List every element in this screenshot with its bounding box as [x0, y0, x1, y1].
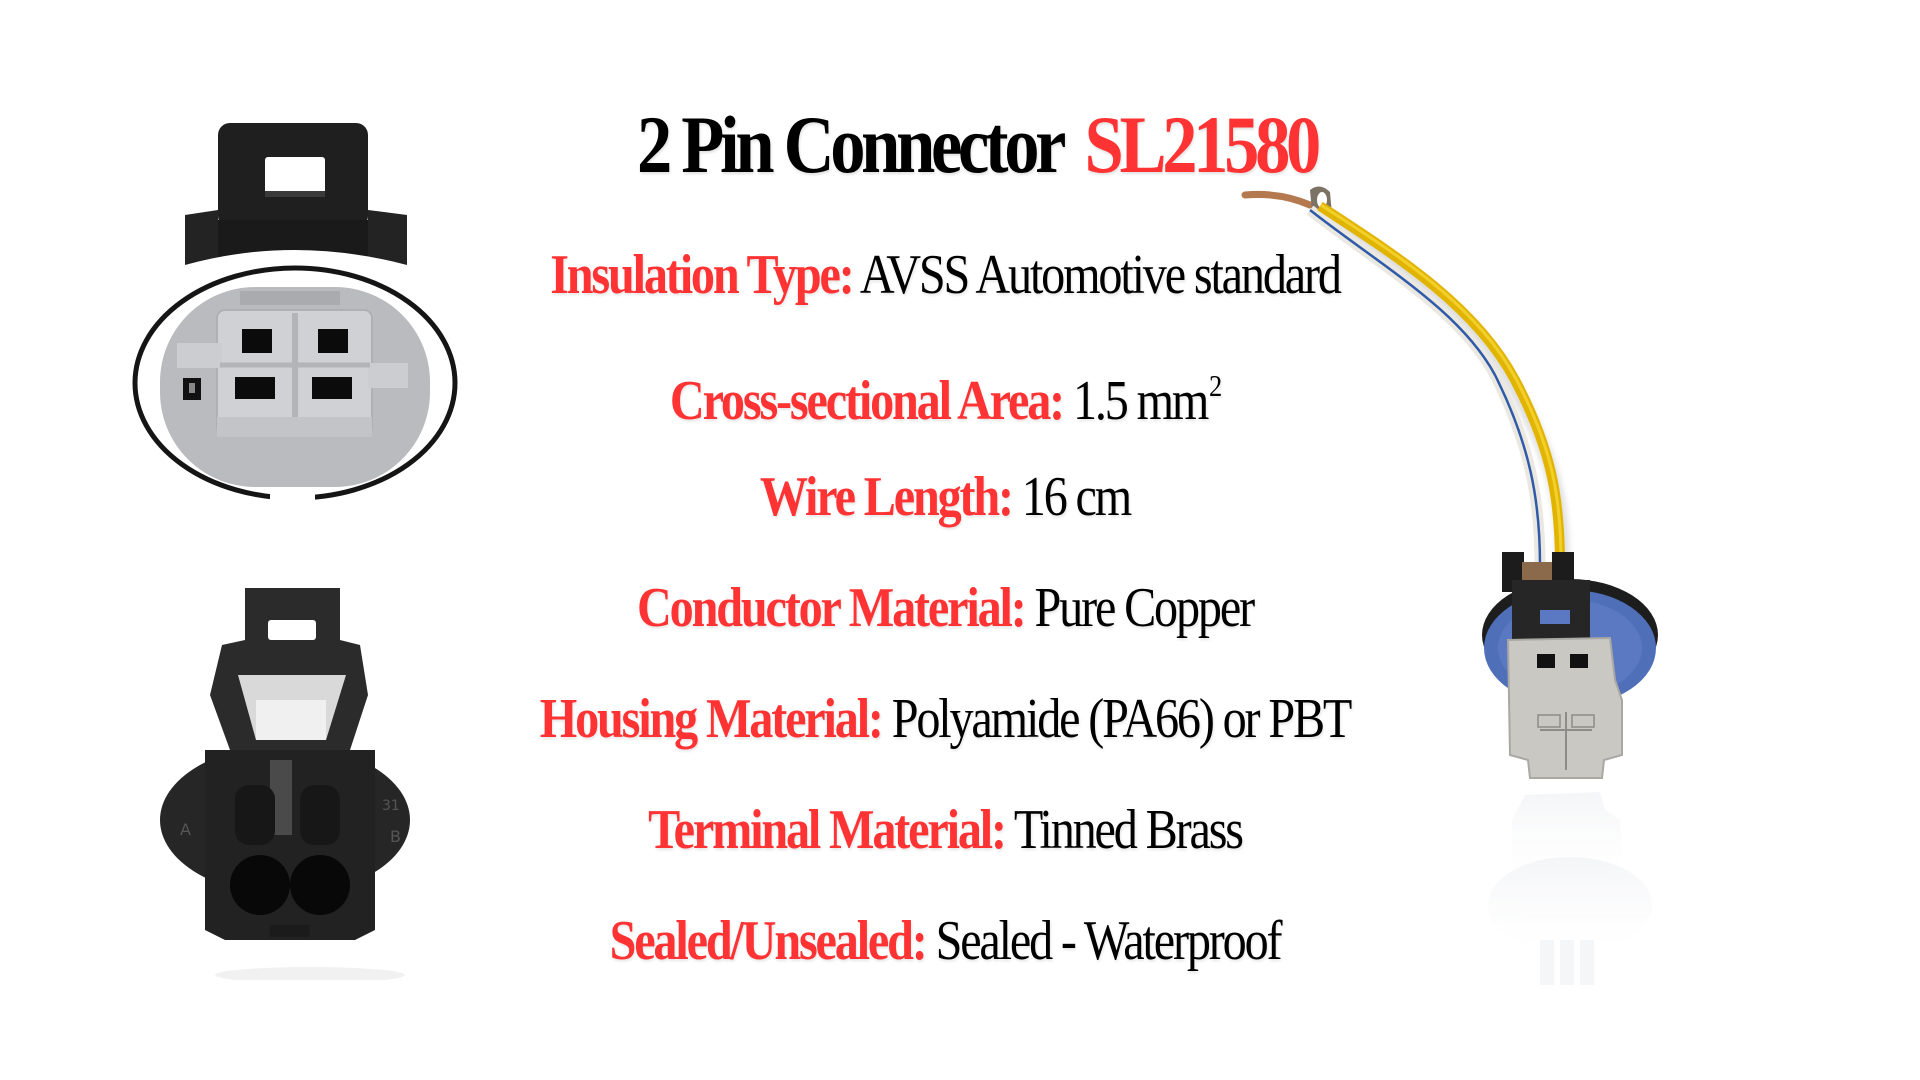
spec-label: Cross-sectional Area:: [669, 370, 1065, 433]
spec-housing-material: Housing Material: Polyamide (PA66) or PB…: [132, 689, 1757, 749]
spec-value: Polyamide (PA66) or PBT: [891, 688, 1353, 750]
superscript: 2: [1208, 369, 1222, 403]
spec-value: Sealed - Waterproof: [935, 910, 1283, 972]
connector-front-view-image: [132, 123, 458, 503]
marking-a: A: [180, 820, 191, 839]
marking-31: 31: [382, 798, 400, 814]
marking-b: B: [390, 827, 401, 846]
spec-value: Pure Copper: [1034, 577, 1256, 639]
spec-insulation-type: Insulation Type: AVSS Automotive standar…: [132, 245, 1757, 305]
spec-label: Terminal Material:: [648, 799, 1007, 861]
spec-label: Housing Material:: [539, 688, 884, 750]
connector-rear-view-image: A B 31: [160, 588, 410, 980]
spec-value: AVSS Automotive standard: [859, 244, 1342, 306]
pigtail-harness-image: [1241, 186, 1658, 985]
spec-value: 1.5 mm2: [1072, 369, 1222, 433]
spec-label: Wire Length:: [759, 466, 1014, 528]
spec-conductor-material: Conductor Material: Pure Copper: [132, 578, 1757, 638]
part-number: SL21580: [1084, 99, 1322, 190]
spec-label: Insulation Type:: [550, 244, 855, 306]
spec-terminal-material: Terminal Material: Tinned Brass: [132, 800, 1757, 860]
spec-sealed-unsealed: Sealed/Unsealed: Sealed - Waterproof: [132, 911, 1757, 971]
spec-cross-sectional-area: Cross-sectional Area: 1.5 mm2: [132, 356, 1757, 431]
spec-value: Tinned Brass: [1013, 799, 1244, 861]
spec-value: 16 cm: [1021, 466, 1132, 528]
spec-label: Sealed/Unsealed:: [609, 910, 928, 972]
title-prefix: 2 Pin Connector: [636, 99, 1066, 190]
spec-label: Conductor Material:: [637, 577, 1027, 639]
spec-wire-length: Wire Length: 16 cm: [132, 467, 1757, 527]
spec-value-text: 1.5 mm: [1072, 370, 1209, 433]
